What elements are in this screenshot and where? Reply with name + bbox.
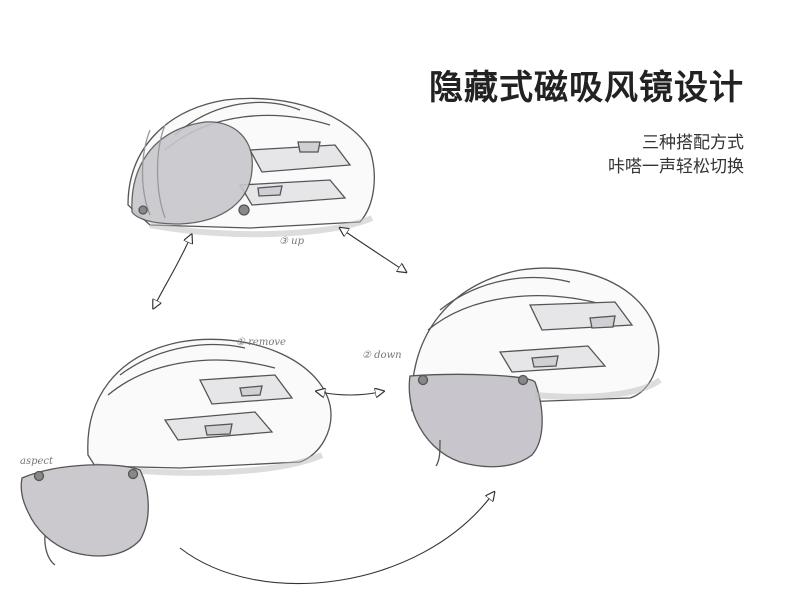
sketch-note-up: ③ up (279, 236, 305, 247)
detached-visor (20, 464, 149, 566)
sketch-note-aspect: aspect (20, 456, 54, 467)
sketch-note-remove: ① remove (236, 337, 286, 348)
sketch-note-down: ② down (362, 350, 402, 361)
helmet-visor-removed (87, 338, 332, 476)
feature-subtitle-1: 三种搭配方式 (642, 133, 744, 153)
transition-arrows (155, 230, 492, 585)
helmet-visor-up (127, 97, 375, 238)
feature-title: 隐藏式磁吸风镜设计 (429, 68, 744, 108)
feature-subtitle-2: 咔嗒一声轻松切换 (608, 157, 744, 177)
helmet-visor-down (408, 267, 662, 468)
